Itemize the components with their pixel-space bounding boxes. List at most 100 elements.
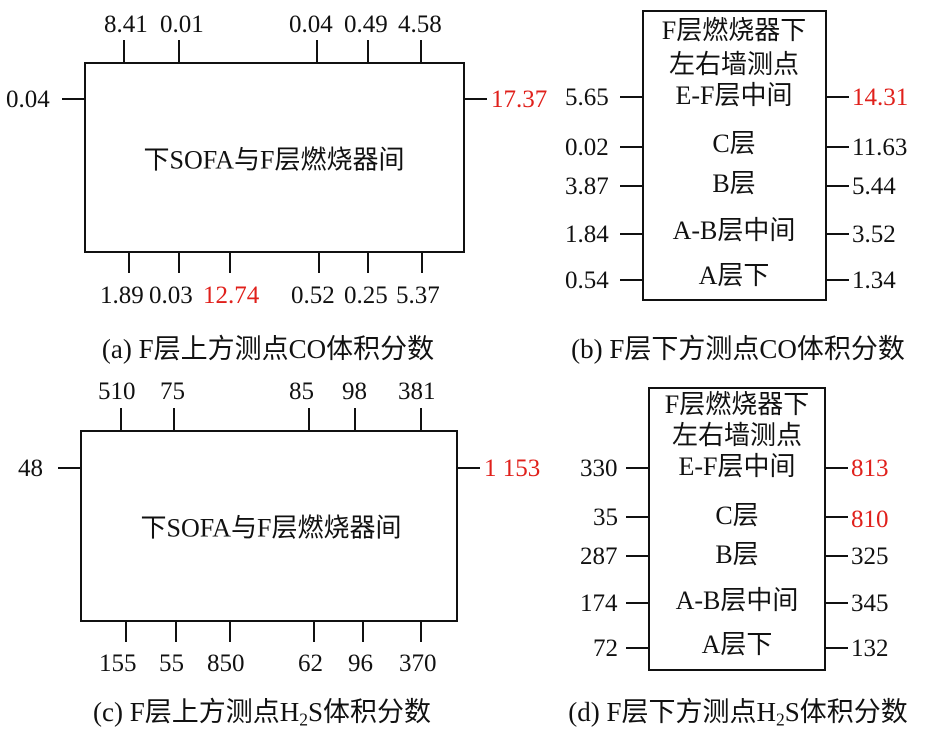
panel-b-left-tick [620,279,642,281]
panel-b-right-tick [827,279,849,281]
panel-c-left-value: 48 [18,455,43,482]
panel-d-row-name: E-F层中间 [678,452,796,481]
panel-b-right-value: 3.52 [852,221,896,248]
panel-c-top-tick [173,408,175,430]
panel-c-right-value-highlight: 1 153 [484,455,541,482]
panel-a-left-tick [62,98,84,100]
panel-a-bottom-value: 0.52 [291,282,335,309]
panel-b-left-value: 0.54 [565,267,609,294]
panel-b-left-value: 5.65 [565,84,609,111]
panel-d-right-value-highlight: 813 [851,455,889,482]
panel-c-right-tick [458,467,480,469]
panel-a-box [84,62,465,253]
panel-c-bottom-tick [420,622,422,642]
panel-d-right-tick [826,602,848,604]
panel-c-top-value: 381 [398,378,436,405]
panel-b-right-tick [827,233,849,235]
panel-b-caption: (b) F层下方测点CO体积分数 [571,334,905,364]
panel-b-left-tick [620,233,642,235]
panel-c-caption-text-b: S体积分数 [307,697,432,727]
panel-d-left-value: 330 [580,455,618,482]
panel-b-left-tick [620,185,642,187]
panel-c-top-value: 85 [289,378,314,405]
panel-a-left-value: 0.04 [6,86,50,113]
panel-d-left-value: 174 [580,590,618,617]
panel-c-top-tick [420,408,422,430]
panel-d-right-value-highlight: 810 [851,506,889,533]
panel-b-left-tick [620,96,642,98]
panel-c-top-value: 98 [342,378,367,405]
panel-a-bottom-value-highlight: 12.74 [203,282,260,309]
panel-b-row-name: E-F层中间 [675,81,793,110]
panel-b-right-value: 1.34 [852,267,896,294]
panel-b-right-tick [827,185,849,187]
panel-c-caption: (c) F层上方测点H2S体积分数 [93,690,431,730]
panel-d-left-tick [626,602,648,604]
panel-d-left-value: 35 [593,504,618,531]
panel-a-top-tick [123,40,125,62]
panel-b-right-value-highlight: 14.31 [852,84,909,111]
panel-a-bottom-value: 1.89 [100,282,144,309]
panel-d-row-name: C层 [715,501,759,530]
panel-a-bottom-tick [318,253,320,273]
panel-a-top-tick [420,40,422,62]
panel-c-bottom-tick [313,622,315,642]
panel-b-left-tick [620,146,642,148]
panel-d-caption-subscript: 2 [775,709,785,730]
panel-b-right-value: 11.63 [852,134,908,161]
panel-a-top-value: 4.58 [398,11,442,38]
panel-c-bottom-tick [175,622,177,642]
panel-c-bottom-value: 55 [159,650,184,677]
panel-c-bottom-value: 370 [399,650,437,677]
panel-a-bottom-value: 5.37 [396,282,440,309]
panel-b-box-title-1: F层燃烧器下 [661,16,807,45]
panel-d-caption-text-a: (d) F层下方测点H [568,697,776,727]
panel-a-top-value: 8.41 [104,11,148,38]
panel-a-top-tick [316,40,318,62]
panel-b-right-tick [827,146,849,148]
panel-b-right-value: 5.44 [852,173,896,200]
panel-d-box-title-2: 左右墙测点 [671,421,803,450]
panel-a-top-tick [367,40,369,62]
panel-a-top-value: 0.49 [344,11,388,38]
panel-a-bottom-tick [178,253,180,273]
panel-a-caption: (a) F层上方测点CO体积分数 [101,334,435,364]
panel-b-box [642,10,827,301]
panel-d-right-value: 345 [851,590,889,617]
panel-a-right-tick [465,98,487,100]
panel-c-bottom-tick [362,622,364,642]
panel-d-right-tick [826,467,848,469]
panel-d-row-name: B层 [715,540,759,569]
panel-c-caption-subscript: 2 [299,709,308,730]
panel-c-bottom-value: 155 [99,650,137,677]
panel-c-top-tick [354,408,356,430]
panel-d-box [648,387,826,671]
panel-c-caption-text-a: (c) F层上方测点H [92,697,300,727]
panel-c-top-tick [308,408,310,430]
panel-d-caption-text-b: S体积分数 [784,697,908,727]
panel-d-left-value: 287 [580,543,618,570]
panel-c-bottom-tick [229,622,231,642]
panel-a-right-value-highlight: 17.37 [491,86,548,113]
panel-b-row-name: A层下 [698,261,770,290]
panel-d-left-tick [626,647,648,649]
panel-d-left-tick [626,555,648,557]
panel-d-right-value: 325 [851,543,889,570]
panel-a-bottom-value: 0.25 [344,282,388,309]
panel-b-right-tick [827,96,849,98]
panel-c-bottom-value: 62 [298,650,323,677]
panel-c-box [80,430,458,622]
panel-b-left-value: 3.87 [565,173,609,200]
panel-d-left-value: 72 [593,635,618,662]
panel-a-top-value: 0.04 [289,11,333,38]
panel-a-bottom-tick [367,253,369,273]
panel-c-top-value: 510 [98,378,136,405]
panel-d-right-tick [826,516,848,518]
panel-c-left-tick [58,467,80,469]
panel-c-bottom-value: 96 [348,650,373,677]
panel-c-bottom-value: 850 [207,650,245,677]
panel-a-top-tick [178,40,180,62]
panel-d-left-tick [626,467,648,469]
panel-a-bottom-tick [128,253,130,273]
panel-d-right-tick [826,647,848,649]
